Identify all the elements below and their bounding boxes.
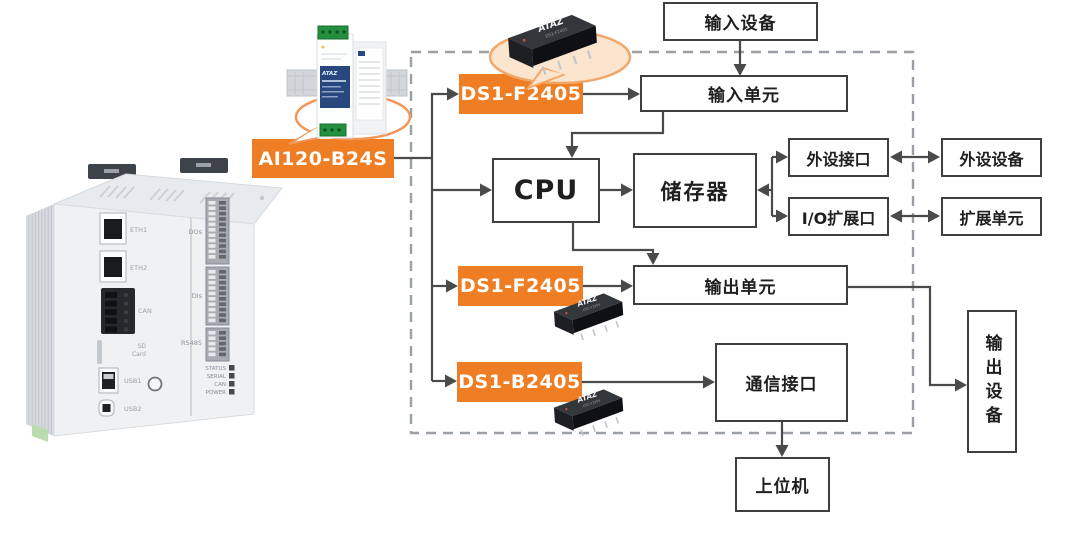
label-ds1-f2405-bottom: DS1-F2405 — [458, 266, 583, 306]
can-label: CAN — [138, 307, 152, 315]
label-ai120-b24s: AI120-B24S — [252, 139, 394, 178]
psu-blue-label — [320, 66, 350, 108]
sd-label-line2: Card — [132, 351, 146, 358]
usb1-label: USB1 — [124, 377, 141, 385]
usb2-port — [98, 399, 115, 417]
eth1-port — [99, 212, 127, 245]
speech-bubble-ai120 — [288, 93, 412, 145]
block-input-device: 输入设备 — [663, 2, 818, 41]
mounting-clip — [180, 158, 228, 173]
block-output-unit: 输出单元 — [633, 265, 848, 305]
led-serial-label: SERIAL — [207, 374, 227, 380]
block-io-expansion-port: I/O扩展口 — [788, 197, 889, 236]
block-output-device: 输出设备 — [967, 310, 1017, 453]
label-ds1-b2405: DS1-B2405 — [457, 362, 582, 402]
plc-device-illustration: ETH1 ETH2 CAN SD Card USB1 USB2 — [26, 158, 283, 442]
terminal-strips — [205, 197, 230, 362]
label-ds1-f2405-top: DS1-F2405 — [459, 74, 583, 114]
dis-label: DIs — [192, 292, 203, 300]
mounting-clip — [88, 164, 136, 179]
block-cpu: CPU — [492, 158, 600, 223]
led-can-label: CAN — [214, 382, 226, 388]
din-clip-green — [32, 424, 48, 442]
can-connector — [101, 288, 135, 334]
din-power-supply-illustration: ATAZ — [286, 25, 412, 145]
dos-label: DOs — [188, 228, 202, 236]
psu-brand-logo: ATAZ — [321, 71, 338, 77]
block-comm-interface: 通信接口 — [715, 343, 848, 422]
status-leds: STATUS SERIAL CAN POWER — [205, 365, 235, 396]
block-peripheral-interface: 外设接口 — [788, 138, 889, 177]
usb1-port — [98, 367, 119, 394]
sd-label-line1: SD — [138, 343, 147, 350]
block-expansion-unit: 扩展单元 — [941, 197, 1042, 236]
eth2-port — [99, 250, 127, 283]
eth1-label: ETH1 — [130, 226, 147, 234]
din-rail — [286, 69, 408, 97]
rs485-label: RS485 — [181, 339, 202, 347]
eth2-label: ETH2 — [130, 264, 147, 272]
led-status-label: STATUS — [205, 366, 226, 372]
led-power-label: POWER — [206, 390, 227, 396]
block-peripheral-device: 外设设备 — [941, 138, 1042, 177]
block-memory: 储存器 — [633, 153, 757, 228]
block-host-computer: 上位机 — [735, 457, 830, 512]
sd-card-slot — [97, 340, 102, 364]
block-input-unit: 输入单元 — [640, 75, 848, 112]
usb2-label: USB2 — [124, 405, 141, 413]
rotary-switch — [147, 376, 163, 392]
